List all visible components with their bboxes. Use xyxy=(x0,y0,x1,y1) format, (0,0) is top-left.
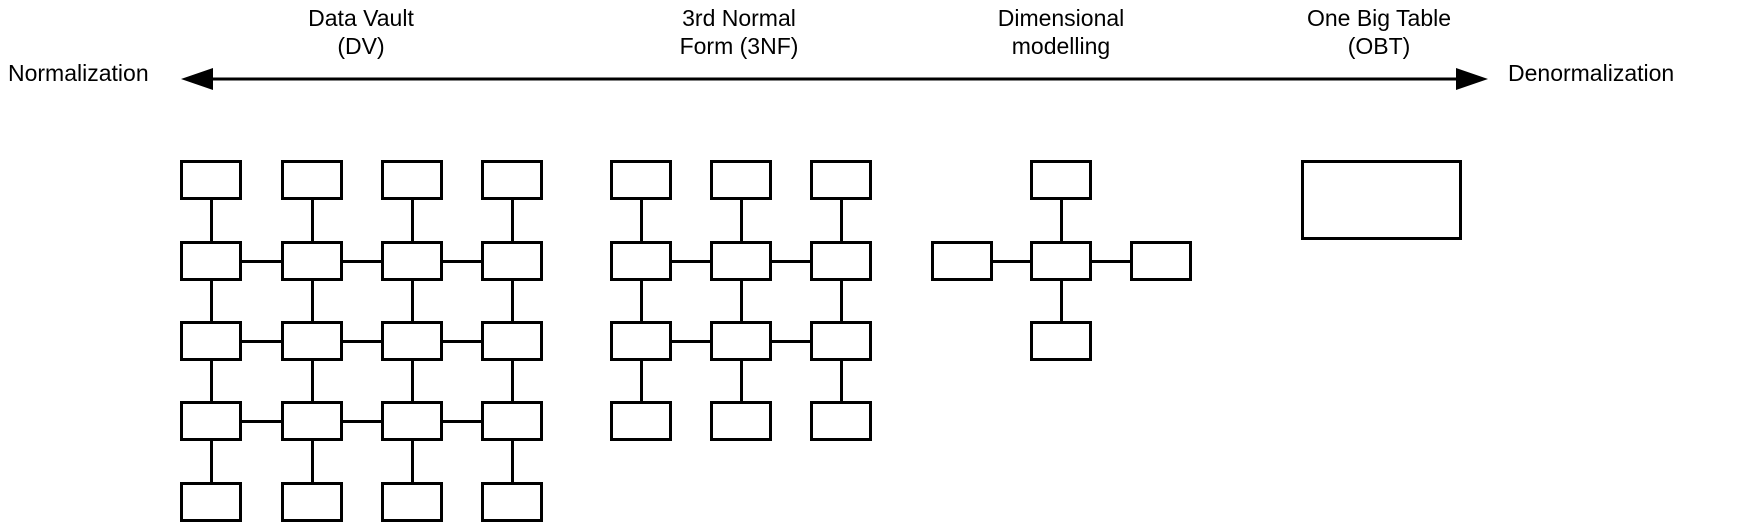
section-title-line: Dimensional xyxy=(997,5,1125,31)
data-vault-table-box xyxy=(180,482,242,522)
connector-line xyxy=(1092,259,1130,263)
connector-line xyxy=(639,200,643,241)
connector-line xyxy=(310,361,314,401)
connector-line xyxy=(1059,281,1063,321)
connector-line xyxy=(639,281,643,321)
section-title-obt: One Big Table(OBT) xyxy=(1307,4,1451,60)
3nf-table-box xyxy=(710,401,772,441)
connector-line xyxy=(739,361,743,401)
connector-line xyxy=(343,259,381,263)
connector-line xyxy=(343,339,381,343)
connector-line xyxy=(410,441,414,482)
connector-line xyxy=(510,200,514,241)
connector-line xyxy=(310,281,314,321)
connector-line xyxy=(410,281,414,321)
3nf-table-box xyxy=(710,321,772,361)
3nf-table-box xyxy=(610,160,672,200)
data-vault-table-box xyxy=(381,482,443,522)
connector-line xyxy=(993,259,1030,263)
connector-line xyxy=(209,281,213,321)
data-vault-table-box xyxy=(180,321,242,361)
data-vault-table-box xyxy=(281,401,343,441)
3nf-table-box xyxy=(810,321,872,361)
connector-line xyxy=(443,259,481,263)
dimensional-table-box xyxy=(1030,160,1092,200)
data-vault-table-box xyxy=(381,321,443,361)
3nf-table-box xyxy=(810,401,872,441)
connector-line xyxy=(242,419,281,423)
connector-line xyxy=(209,200,213,241)
normalization-spectrum-arrow xyxy=(181,68,1488,90)
dimensional-table-box xyxy=(1130,241,1192,281)
3nf-table-box xyxy=(810,160,872,200)
connector-line xyxy=(510,281,514,321)
connector-line xyxy=(209,361,213,401)
data-vault-table-box xyxy=(281,160,343,200)
3nf-table-box xyxy=(710,160,772,200)
data-vault-table-box xyxy=(180,241,242,281)
data-vault-table-box xyxy=(481,160,543,200)
connector-line xyxy=(410,200,414,241)
connector-line xyxy=(739,281,743,321)
dimensional-table-box xyxy=(1030,321,1092,361)
connector-line xyxy=(772,339,810,343)
connector-line xyxy=(839,361,843,401)
data-vault-table-box xyxy=(481,482,543,522)
connector-line xyxy=(739,200,743,241)
connector-line xyxy=(839,281,843,321)
data-vault-table-box xyxy=(481,241,543,281)
data-vault-table-box xyxy=(180,160,242,200)
obt-table-box xyxy=(1301,160,1462,240)
dimensional-table-box xyxy=(931,241,993,281)
section-title-line: modelling xyxy=(1011,33,1111,59)
normalization-label: Normalization xyxy=(8,60,149,86)
section-title-line: One Big Table xyxy=(1306,5,1452,31)
section-title-line: Form (3NF) xyxy=(679,33,799,59)
connector-line xyxy=(310,441,314,482)
data-vault-table-box xyxy=(381,160,443,200)
connector-line xyxy=(310,200,314,241)
3nf-table-box xyxy=(810,241,872,281)
3nf-table-box xyxy=(610,401,672,441)
connector-line xyxy=(1059,200,1063,241)
connector-line xyxy=(443,339,481,343)
data-vault-table-box xyxy=(381,241,443,281)
connector-line xyxy=(510,441,514,482)
data-vault-table-box xyxy=(481,321,543,361)
connector-line xyxy=(242,339,281,343)
data-vault-table-box xyxy=(180,401,242,441)
connector-line xyxy=(772,259,810,263)
connector-line xyxy=(672,259,710,263)
data-vault-table-box xyxy=(281,482,343,522)
3nf-table-box xyxy=(710,241,772,281)
connector-line xyxy=(242,259,281,263)
arrow-right-head-icon xyxy=(1456,68,1488,90)
connector-line xyxy=(343,419,381,423)
connector-line xyxy=(443,419,481,423)
section-title-line: Data Vault xyxy=(308,5,414,31)
connector-line xyxy=(672,339,710,343)
section-title-line: (OBT) xyxy=(1347,33,1411,59)
connector-line xyxy=(510,361,514,401)
data-vault-table-box xyxy=(381,401,443,441)
section-title-line: (DV) xyxy=(337,33,385,59)
denormalization-label: Denormalization xyxy=(1508,60,1675,86)
data-vault-table-box xyxy=(281,321,343,361)
section-title-line: 3rd Normal xyxy=(682,5,796,31)
section-title-data-vault: Data Vault(DV) xyxy=(308,4,414,60)
arrow-left-head-icon xyxy=(181,68,213,90)
data-vault-table-box xyxy=(481,401,543,441)
connector-line xyxy=(639,361,643,401)
connector-line xyxy=(839,200,843,241)
dimensional-table-box xyxy=(1030,241,1092,281)
3nf-table-box xyxy=(610,241,672,281)
connector-line xyxy=(410,361,414,401)
connector-line xyxy=(209,441,213,482)
data-vault-table-box xyxy=(281,241,343,281)
3nf-table-box xyxy=(610,321,672,361)
